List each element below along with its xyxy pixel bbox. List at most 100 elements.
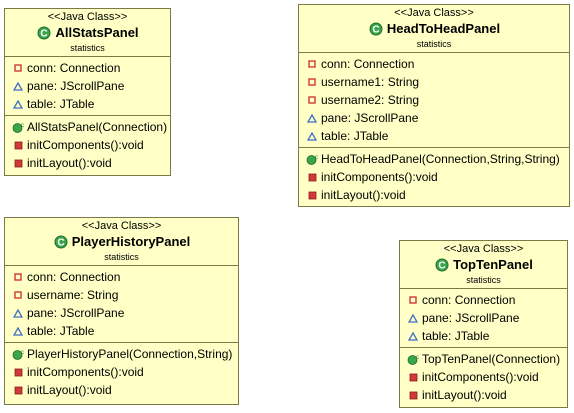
- private-method-icon: [12, 158, 24, 168]
- field-text: pane: JScrollPane: [321, 111, 419, 125]
- field-row[interactable]: username1: String: [299, 73, 569, 91]
- method-text: initComponents():void: [27, 365, 144, 379]
- method-text: initComponents():void: [422, 370, 539, 384]
- method-row[interactable]: initLayout():void: [5, 154, 170, 172]
- method-text: initComponents():void: [27, 138, 144, 152]
- private-field-icon: [12, 272, 24, 282]
- field-text: username1: String: [321, 75, 420, 89]
- method-row[interactable]: initLayout():void: [299, 186, 569, 204]
- private-field-icon: [12, 63, 24, 73]
- field-row[interactable]: table: JTable: [400, 327, 567, 345]
- package-field-icon: [306, 131, 318, 141]
- field-text: username2: String: [321, 93, 420, 107]
- method-text: AllStatsPanel(Connection): [27, 120, 168, 134]
- svg-text:c: c: [315, 155, 318, 161]
- method-text: initLayout():void: [422, 388, 507, 402]
- method-row[interactable]: initComponents():void: [5, 363, 238, 381]
- field-text: pane: JScrollPane: [422, 311, 520, 325]
- method-text: initLayout():void: [321, 188, 406, 202]
- private-method-icon: [306, 172, 318, 182]
- field-row[interactable]: conn: Connection: [299, 55, 569, 73]
- method-text: TopTenPanel(Connection): [422, 352, 561, 366]
- field-row[interactable]: table: JTable: [5, 322, 238, 340]
- package-field-icon: [12, 308, 24, 318]
- constructor-icon: c: [306, 154, 318, 165]
- class-name-row: C AllStatsPanel: [5, 24, 170, 42]
- svg-text:C: C: [439, 261, 446, 272]
- private-method-icon: [12, 385, 24, 395]
- field-row[interactable]: table: JTable: [5, 95, 170, 113]
- field-row[interactable]: pane: JScrollPane: [400, 309, 567, 327]
- method-row[interactable]: initComponents():void: [400, 368, 567, 386]
- field-text: table: JTable: [321, 129, 389, 143]
- field-row[interactable]: conn: Connection: [400, 291, 567, 309]
- fields-section: conn: Connection pane: JScrollPane table: …: [400, 288, 567, 347]
- stereotype-label: <<Java Class>>: [443, 243, 524, 255]
- package-field-icon: [12, 81, 24, 91]
- class-name: TopTenPanel: [453, 257, 533, 272]
- field-text: conn: Connection: [422, 293, 516, 307]
- class-name: PlayerHistoryPanel: [71, 234, 191, 249]
- method-row[interactable]: initComponents():void: [5, 136, 170, 154]
- svg-text:c: c: [416, 355, 419, 361]
- class-icon: C: [434, 258, 450, 272]
- method-text: initLayout():void: [27, 383, 112, 397]
- field-text: pane: JScrollPane: [27, 306, 125, 320]
- class-name-row: C TopTenPanel: [400, 256, 567, 274]
- package-field-icon: [407, 331, 419, 341]
- method-text: PlayerHistoryPanel(Connection,String): [27, 347, 233, 361]
- package-field-icon: [306, 113, 318, 123]
- field-text: conn: Connection: [27, 270, 121, 284]
- fields-section: conn: Connection username: String pane: JS…: [5, 265, 238, 342]
- svg-text:c: c: [21, 123, 24, 129]
- class-name: HeadToHeadPanel: [386, 21, 501, 36]
- method-row[interactable]: initLayout():void: [400, 386, 567, 404]
- private-method-icon: [12, 140, 24, 150]
- field-text: conn: Connection: [321, 57, 415, 71]
- private-method-icon: [407, 390, 419, 400]
- method-row[interactable]: initLayout():void: [5, 381, 238, 399]
- method-text: initLayout():void: [27, 156, 112, 170]
- class-name: AllStatsPanel: [55, 25, 139, 40]
- field-row[interactable]: pane: JScrollPane: [5, 77, 170, 95]
- package-label: statistics: [416, 39, 452, 49]
- field-row[interactable]: pane: JScrollPane: [299, 109, 569, 127]
- class-icon: C: [368, 22, 384, 36]
- svg-text:C: C: [372, 25, 379, 36]
- field-row[interactable]: pane: JScrollPane: [5, 304, 238, 322]
- fields-section: conn: Connection username1: String usernam…: [299, 52, 569, 147]
- package-field-icon: [12, 99, 24, 109]
- field-text: table: JTable: [27, 324, 95, 338]
- field-row[interactable]: table: JTable: [299, 127, 569, 145]
- private-method-icon: [12, 367, 24, 377]
- constructor-icon: c: [407, 354, 419, 365]
- method-row[interactable]: initComponents():void: [299, 168, 569, 186]
- package-label: statistics: [104, 252, 139, 262]
- field-row[interactable]: conn: Connection: [5, 59, 170, 77]
- svg-text:c: c: [21, 350, 24, 356]
- field-text: conn: Connection: [27, 61, 121, 75]
- field-text: pane: JScrollPane: [27, 79, 125, 93]
- private-field-icon: [12, 290, 24, 300]
- private-field-icon: [306, 95, 318, 105]
- field-row[interactable]: conn: Connection: [5, 268, 238, 286]
- svg-text:C: C: [41, 29, 48, 40]
- stereotype-label: <<Java Class>>: [81, 220, 162, 232]
- field-text: table: JTable: [422, 329, 490, 343]
- private-field-icon: [306, 77, 318, 87]
- field-row[interactable]: username2: String: [299, 91, 569, 109]
- field-row[interactable]: username: String: [5, 286, 238, 304]
